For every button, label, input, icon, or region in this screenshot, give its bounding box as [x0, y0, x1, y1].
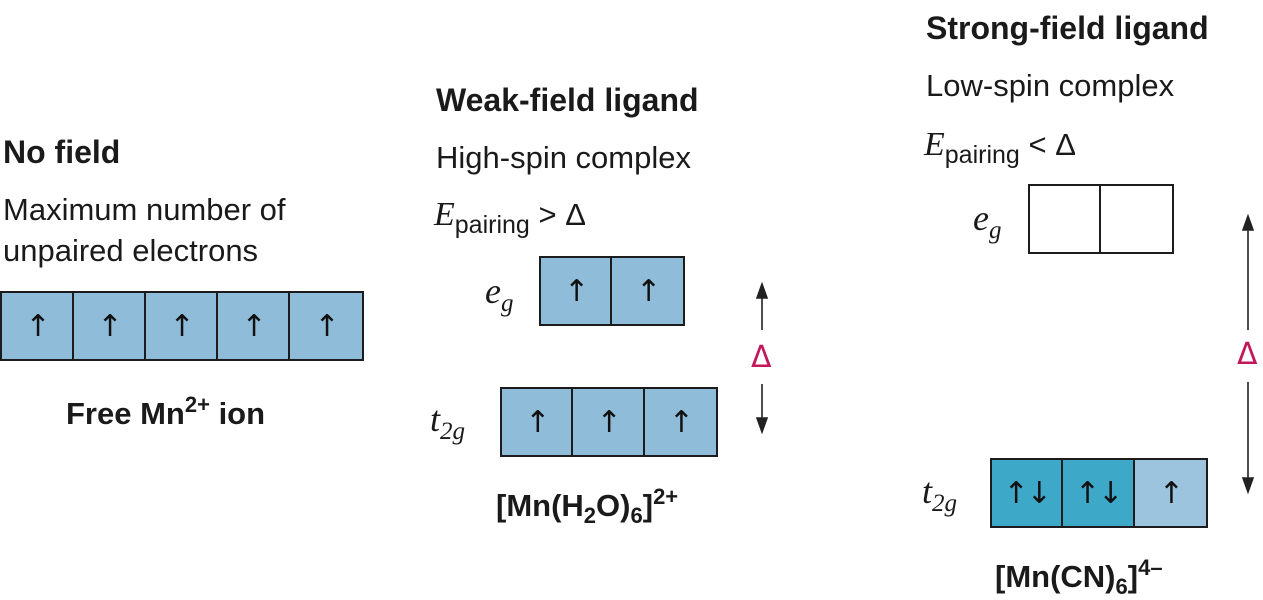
weak-caption-a: [Mn(H — [496, 488, 584, 523]
strong-eg-orbital-row — [1028, 184, 1174, 254]
weak-energy-relation: Epairing > Δ — [434, 196, 586, 240]
no-field-desc-line1: Maximum number of — [3, 192, 286, 227]
strong-t2g-orbital-1: ↑↓ — [992, 460, 1064, 526]
strong-eg-main: e — [973, 198, 989, 238]
weak-t2g-orbital-2: ↑ — [573, 389, 645, 455]
weak-delta-label: Δ — [751, 340, 772, 375]
weak-caption-sub2: 6 — [630, 503, 643, 528]
free-ion-orbital-1: ↑ — [2, 293, 74, 359]
strong-delta-arrow-down-head — [1241, 477, 1255, 495]
strong-energy-e: E — [924, 126, 945, 163]
strong-t2g-label: t2g — [922, 470, 957, 518]
weak-delta-arrow-up-head — [755, 281, 769, 299]
free-ion-orbital-2: ↑ — [74, 293, 146, 359]
strong-t2g-orbital-2: ↑↓ — [1063, 460, 1135, 526]
weak-eg-orbital-1: ↑ — [541, 258, 613, 324]
weak-delta-arrow-down-head — [755, 417, 769, 435]
weak-caption-c: ] — [642, 488, 654, 523]
free-ion-orbital-3: ↑ — [146, 293, 218, 359]
weak-caption-b: O) — [596, 488, 631, 523]
weak-t2g-orbital-row: ↑ ↑ ↑ — [500, 387, 718, 457]
free-ion-caption-charge: 2+ — [184, 392, 210, 417]
strong-t2g-main: t — [922, 471, 933, 511]
weak-eg-orbital-2: ↑ — [612, 258, 683, 324]
strong-delta-arrow-up-head — [1241, 213, 1255, 231]
weak-caption-sub1: 2 — [583, 503, 597, 528]
weak-energy-sub: pairing — [454, 211, 530, 239]
strong-t2g-orbital-3: ↑ — [1134, 460, 1207, 526]
weak-t2g-orbital-1: ↑ — [502, 389, 574, 455]
weak-complex-caption: [Mn(H2O)6]2+ — [496, 484, 678, 529]
strong-delta-arrow — [1241, 213, 1255, 495]
free-ion-orbital-5: ↑ — [290, 293, 362, 359]
strong-t2g-orbital-row: ↑↓ ↑↓ ↑ — [990, 458, 1208, 528]
strong-field-heading: Strong-field ligand — [926, 10, 1209, 46]
strong-t2g-sub: 2g — [932, 490, 958, 517]
weak-field-heading: Weak-field ligand — [436, 82, 699, 118]
weak-energy-e: E — [434, 196, 455, 233]
strong-delta-label: Δ — [1237, 337, 1258, 372]
strong-energy-operator: < — [1028, 127, 1047, 162]
strong-energy-sub: pairing — [944, 141, 1020, 169]
strong-eg-orbital-1 — [1030, 186, 1102, 252]
strong-energy-delta: Δ — [1055, 127, 1076, 162]
strong-caption-charge: 4– — [1138, 555, 1163, 580]
weak-eg-sub: g — [500, 290, 514, 317]
weak-energy-delta: Δ — [565, 197, 586, 232]
weak-field-desc: High-spin complex — [436, 140, 691, 175]
weak-t2g-main: t — [430, 399, 441, 439]
weak-delta-arrow — [755, 281, 769, 435]
strong-eg-orbital-2 — [1101, 186, 1172, 252]
strong-field-desc: Low-spin complex — [926, 68, 1175, 103]
free-ion-orbital-4: ↑ — [218, 293, 290, 359]
weak-t2g-sub: 2g — [440, 418, 466, 445]
free-ion-caption-main: Free Mn — [66, 396, 185, 431]
strong-complex-caption: [Mn(CN)6]4– — [995, 555, 1163, 600]
weak-t2g-orbital-3: ↑ — [644, 389, 717, 455]
strong-eg-sub: g — [988, 217, 1002, 244]
no-field-desc-line2: unpaired electrons — [3, 233, 259, 268]
free-ion-caption: Free Mn2+ ion — [66, 392, 265, 432]
strong-energy-relation: Epairing < Δ — [924, 126, 1076, 170]
strong-eg-label: eg — [973, 197, 1001, 245]
weak-caption-charge: 2+ — [653, 484, 679, 509]
weak-eg-label: eg — [485, 270, 513, 318]
strong-caption-b: ] — [1127, 559, 1139, 594]
weak-t2g-label: t2g — [430, 398, 465, 446]
free-ion-caption-end: ion — [209, 396, 266, 431]
strong-caption-sub: 6 — [1115, 574, 1128, 599]
weak-eg-orbital-row: ↑ ↑ — [539, 256, 685, 326]
weak-eg-main: e — [485, 271, 501, 311]
free-ion-orbital-row: ↑ ↑ ↑ ↑ ↑ — [0, 291, 364, 361]
strong-caption-a: [Mn(CN) — [995, 559, 1116, 594]
weak-energy-operator: > — [538, 197, 557, 232]
no-field-heading: No field — [3, 134, 121, 170]
